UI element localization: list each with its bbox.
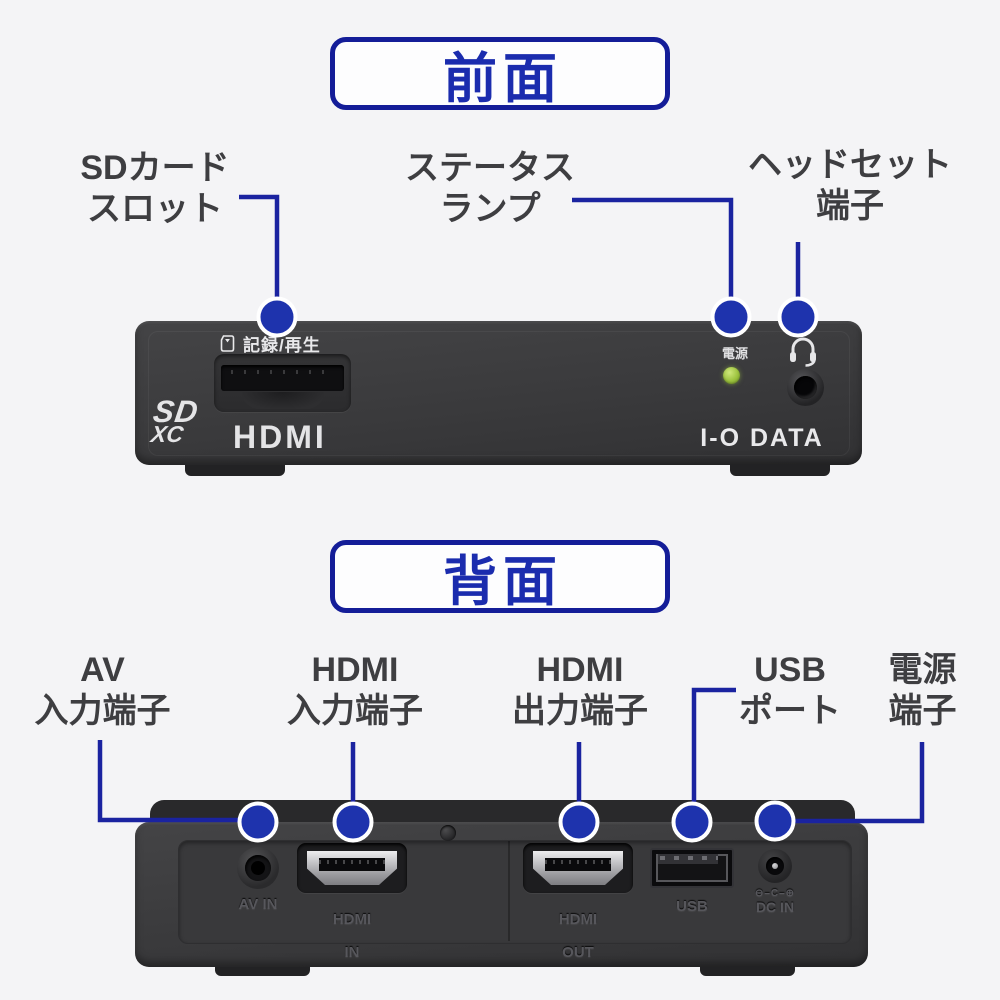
callout-label-hdmi-output: HDMI 出力端子 xyxy=(490,650,670,733)
hdmi-in-label-line: IN xyxy=(344,944,360,962)
headset-icon xyxy=(790,337,816,367)
headset-jack-hole xyxy=(794,376,817,399)
callout-label-sd-card-slot: SDカード スロット xyxy=(40,148,270,231)
hdmi-port-slot xyxy=(545,858,611,871)
hdmi-in-label-line: HDMI xyxy=(332,910,372,928)
callout-label-headset-jack: ヘッドセット 端子 xyxy=(735,145,965,228)
callout-label-usb-port: USB ポート xyxy=(710,650,870,733)
sd-slot-caption: 記録/再生 xyxy=(220,331,321,356)
callout-label-line: 出力端子 xyxy=(512,692,648,731)
sdxc-logo: SD XC xyxy=(149,394,201,447)
callout-label-hdmi-input: HDMI 入力端子 xyxy=(265,650,445,733)
callout-label-power-jack: 電源 端子 xyxy=(855,650,990,733)
callout-label-line: AV xyxy=(80,651,125,689)
sd-card-slot-opening xyxy=(221,365,344,391)
hdmi-in-embossed-label: HDMI IN xyxy=(312,895,392,979)
usb-port xyxy=(650,848,734,888)
back-panel-seam xyxy=(508,841,510,941)
headset-jack xyxy=(787,369,824,406)
sd-card-slot-scoop xyxy=(242,392,324,409)
callout-label-line: 入力端子 xyxy=(287,692,423,731)
callout-label-line: ポート xyxy=(739,692,841,731)
dc-in-jack-pin xyxy=(772,863,778,869)
hdmi-out-embossed-label: HDMI OUT xyxy=(538,895,618,979)
dc-in-embossed-label: DC IN xyxy=(755,899,795,915)
front-view-badge: 前面 xyxy=(330,37,670,110)
callout-label-line: HDMI xyxy=(311,651,399,689)
callout-label-av-input: AV 入力端子 xyxy=(20,650,185,733)
power-led-indicator xyxy=(723,367,740,384)
callout-label-line: USB xyxy=(754,651,826,689)
hdmi-in-port xyxy=(297,843,407,893)
hdmi-logo: HDMI xyxy=(233,419,327,455)
screw xyxy=(440,825,456,841)
callout-label-status-lamp: ステータス ランプ xyxy=(375,148,605,231)
callout-label-line: 端子 xyxy=(888,692,957,731)
hdmi-port-slot xyxy=(319,858,385,871)
usb-embossed-label: USB xyxy=(676,898,708,915)
callout-label-line: HDMI xyxy=(536,651,624,689)
callout-label-line: ステータス xyxy=(405,149,575,187)
hdmi-out-port xyxy=(523,843,633,893)
callout-label-line: SDカード xyxy=(80,149,230,187)
dc-polarity-mark: ⊖–C–⊕ xyxy=(754,888,796,899)
av-in-jack-hole xyxy=(251,861,265,875)
hdmi-out-label-line: HDMI xyxy=(558,910,598,928)
io-data-brand-logo: I-O DATA xyxy=(700,424,824,452)
callout-label-line: ヘッドセット xyxy=(748,146,952,184)
usb-port-tongue xyxy=(658,854,718,864)
record-play-text: 記録/再生 xyxy=(243,336,321,355)
av-in-embossed-label: AV IN xyxy=(238,896,278,913)
dc-in-jack xyxy=(758,849,792,883)
callout-label-line: 入力端子 xyxy=(34,692,171,731)
sd-card-icon xyxy=(220,335,235,352)
callout-label-line: ランプ xyxy=(439,190,541,229)
back-view-badge: 背面 xyxy=(330,540,670,613)
av-in-jack xyxy=(237,847,279,889)
callout-label-line: 端子 xyxy=(816,187,884,226)
callout-label-line: スロット xyxy=(87,190,223,229)
callout-label-line: 電源 xyxy=(888,651,957,689)
power-lamp-label: 電源 xyxy=(721,346,748,361)
back-port-panel xyxy=(178,840,852,944)
hdmi-out-label-line: OUT xyxy=(562,944,594,962)
